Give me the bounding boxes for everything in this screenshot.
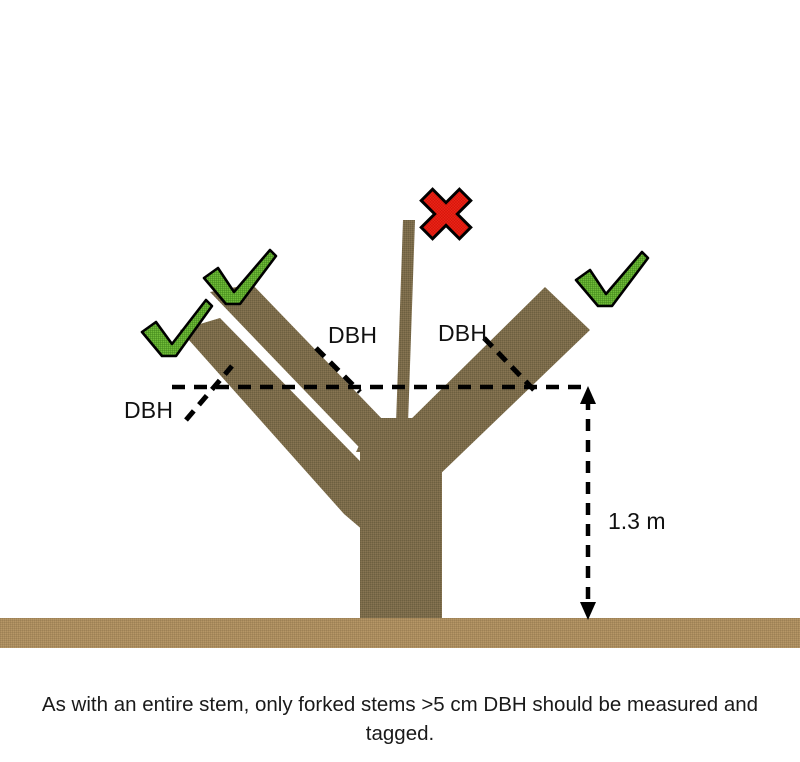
stem-center-thin xyxy=(396,220,415,424)
dbh-label-left-stem: DBH xyxy=(124,397,174,423)
tree-diagram-canvas xyxy=(0,187,800,648)
dbh-tick-right xyxy=(482,336,536,392)
stem-left-outer xyxy=(180,318,398,560)
check-right-icon xyxy=(574,250,650,308)
cross-center-icon xyxy=(419,187,473,241)
check-left-inner-icon xyxy=(202,248,278,306)
height-dimension-arrow xyxy=(580,386,596,620)
height-value-label: 1.3 m xyxy=(608,508,666,534)
tree-silhouette xyxy=(180,220,590,620)
ground-strip xyxy=(0,618,800,648)
dbh-label-right-stem: DBH xyxy=(438,320,488,346)
check-left-outer-icon xyxy=(140,298,214,358)
figure-caption: As with an entire stem, only forked stem… xyxy=(41,693,759,745)
dbh-tick-left xyxy=(184,364,234,422)
main-trunk xyxy=(360,420,442,620)
arrowhead-up xyxy=(580,386,596,404)
stem-right xyxy=(400,287,590,480)
arrowhead-down xyxy=(580,602,596,620)
dbh-label-middle-stem: DBH xyxy=(328,322,378,348)
dbh-tick-mid xyxy=(314,346,362,394)
